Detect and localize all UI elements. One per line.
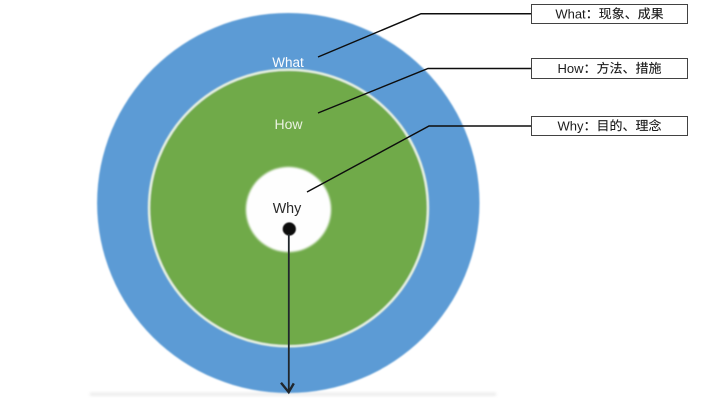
- svg-text:Why: Why: [558, 118, 585, 133]
- svg-text:What: What: [555, 6, 586, 21]
- svg-text:Why: Why: [273, 201, 302, 217]
- svg-text:How: How: [558, 61, 585, 76]
- svg-text:How: How: [275, 116, 304, 132]
- svg-text:What: What: [272, 55, 304, 70]
